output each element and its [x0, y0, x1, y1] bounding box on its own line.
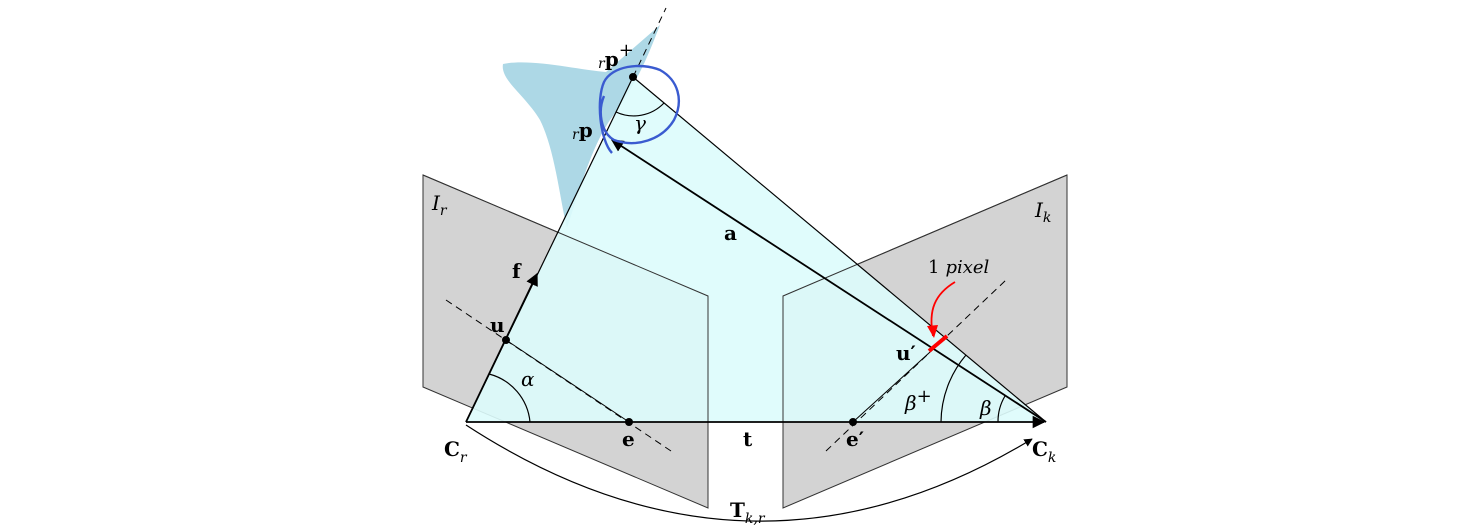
- label-epipole-e: e: [622, 427, 635, 451]
- label-point-p-plus: rp+: [598, 40, 634, 72]
- label-angle-beta-plus: β+: [904, 386, 932, 415]
- pixel-pointer-head: [927, 325, 938, 338]
- label-vector-f: f: [512, 259, 522, 283]
- point-e-prime: [849, 418, 857, 426]
- highlight-circle: [598, 64, 680, 154]
- label-angle-alpha: α: [521, 367, 535, 391]
- label-angle-beta: β: [979, 396, 992, 420]
- label-image-r: Ir: [431, 191, 448, 219]
- pixel-marker: [927, 334, 949, 353]
- transform-arc: [465, 424, 1033, 522]
- label-camera-k: Ck: [1032, 437, 1056, 466]
- point-u: [502, 336, 510, 344]
- label-image-k: Ik: [1034, 198, 1051, 226]
- angle-alpha-arc: [488, 373, 531, 423]
- angle-gamma-arc: [615, 102, 665, 117]
- vector-f: [465, 272, 538, 423]
- label-vector-a: a: [724, 221, 737, 245]
- label-point-u-prime: u′: [896, 341, 916, 365]
- projection-region: [466, 77, 1046, 422]
- label-epipole-e-prime: e′: [846, 427, 864, 451]
- ray-p-plus-to-ck: [632, 76, 1047, 423]
- plane-k-edge: [782, 174, 1068, 422]
- uncertainty-region: [502, 25, 660, 228]
- point-e: [625, 418, 633, 426]
- vector-a: [610, 139, 1047, 423]
- label-vector-t: t: [743, 427, 753, 451]
- label-angle-gamma: γ: [634, 111, 646, 135]
- epipolar-line-r: [445, 299, 672, 452]
- label-transform: Tk,r: [730, 498, 766, 527]
- plane-r-edge: [422, 174, 709, 422]
- label-point-p: rp: [572, 118, 593, 143]
- label-point-u: u: [490, 313, 505, 337]
- label-camera-r: Cr: [444, 437, 468, 466]
- point-p-plus: [629, 73, 637, 81]
- angle-beta-plus-arc: [940, 354, 967, 423]
- angle-beta-arc: [997, 395, 1006, 423]
